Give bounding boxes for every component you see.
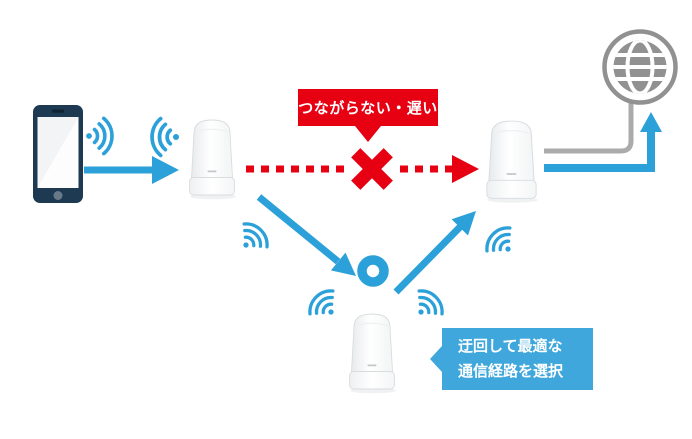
router-satellite-icon bbox=[348, 313, 397, 394]
problem-callout-text: つながらない・遅い bbox=[298, 100, 438, 117]
wifi-waves-icon bbox=[406, 284, 449, 327]
solution-callout: 迂回して最適な 通信経路を選択 bbox=[430, 328, 593, 390]
blocked-path-arrow bbox=[246, 155, 479, 183]
detour-arrow-down bbox=[256, 194, 356, 276]
router-main-icon bbox=[188, 119, 237, 200]
phone-to-router-arrow bbox=[84, 156, 179, 184]
wifi-waves-icon bbox=[303, 284, 346, 327]
wifi-waves-icon bbox=[150, 116, 181, 158]
wifi-waves-icon bbox=[231, 217, 274, 260]
detour-arrow-up bbox=[393, 211, 476, 295]
internet-globe-icon bbox=[602, 29, 678, 105]
solution-callout-line1: 迂回して最適な bbox=[458, 337, 563, 355]
mesh-node-ring-icon bbox=[357, 255, 389, 287]
blocked-x-icon bbox=[351, 148, 393, 190]
problem-callout: つながらない・遅い bbox=[298, 89, 438, 142]
solution-callout-line2: 通信経路を選択 bbox=[458, 363, 564, 380]
wifi-waves-icon bbox=[480, 221, 523, 264]
smartphone-icon bbox=[33, 105, 83, 203]
wifi-waves-icon bbox=[84, 116, 114, 156]
uplink-arrow bbox=[544, 112, 662, 172]
internet-cable bbox=[544, 103, 634, 154]
router-internet-icon bbox=[486, 120, 539, 204]
